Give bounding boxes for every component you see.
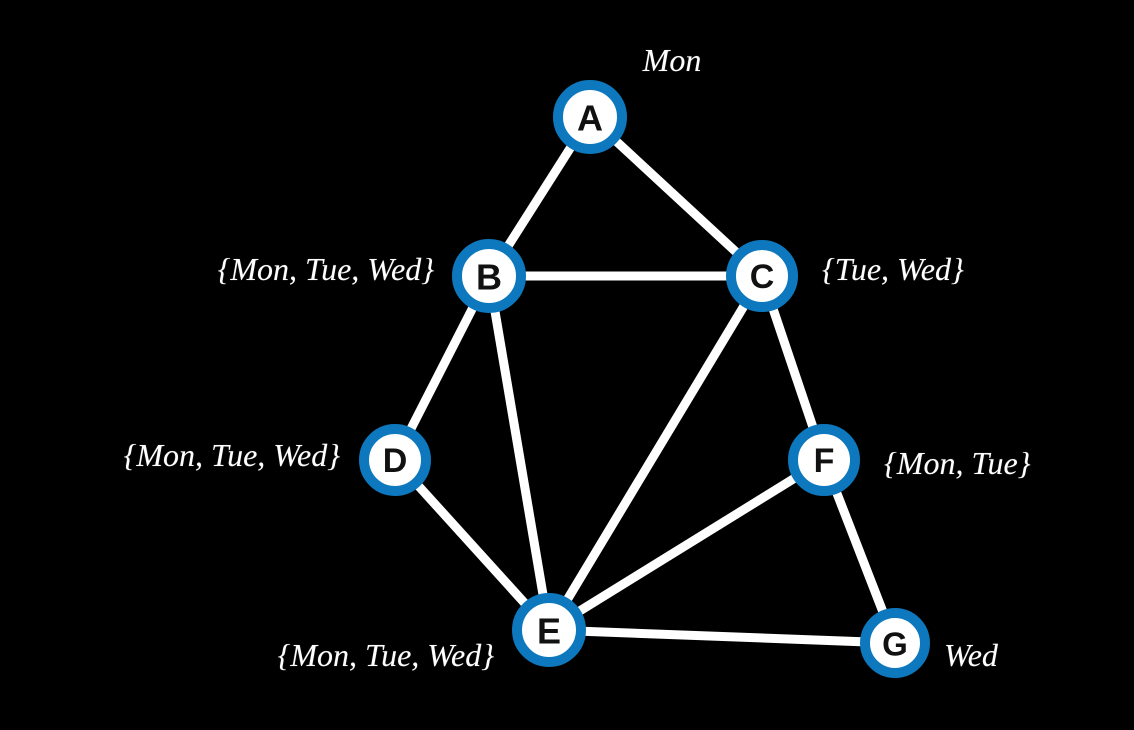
node-letter-d: D xyxy=(383,442,408,480)
node-g[interactable]: G xyxy=(860,608,930,678)
node-b[interactable]: B xyxy=(452,239,526,313)
edge-a-c xyxy=(585,112,767,281)
node-letter-a: A xyxy=(577,98,603,139)
edge-e-f xyxy=(544,455,829,635)
domain-label-a: Mon xyxy=(642,42,702,78)
node-letter-g: G xyxy=(882,626,908,663)
node-circle-b[interactable] xyxy=(452,239,526,313)
edge-e-g xyxy=(544,625,900,648)
node-circle-f[interactable] xyxy=(788,424,860,496)
edge-c-e xyxy=(544,271,767,635)
domain-label-b: {Mon, Tue, Wed} xyxy=(217,251,434,287)
node-circle-a[interactable] xyxy=(553,80,627,154)
node-circle-e[interactable] xyxy=(512,593,586,667)
domain-label-g: Wed xyxy=(944,637,998,673)
node-a[interactable]: A xyxy=(553,80,627,154)
edges-layer xyxy=(390,112,900,648)
node-letter-e: E xyxy=(537,611,561,652)
domain-label-f: {Mon, Tue} xyxy=(884,445,1031,481)
node-circle-g[interactable] xyxy=(860,608,930,678)
edge-b-e xyxy=(484,271,554,635)
node-e[interactable]: E xyxy=(512,593,586,667)
node-f[interactable]: F xyxy=(788,424,860,496)
edge-d-e xyxy=(390,455,554,635)
node-d[interactable]: D xyxy=(359,424,431,496)
node-circle-c[interactable] xyxy=(726,240,798,312)
node-letter-f: F xyxy=(814,442,835,480)
node-circle-d[interactable] xyxy=(359,424,431,496)
nodes-layer: A B C D E F G xyxy=(359,80,930,678)
domain-label-d: {Mon, Tue, Wed} xyxy=(123,437,340,473)
node-letter-b: B xyxy=(476,257,502,298)
domain-label-e: {Mon, Tue, Wed} xyxy=(277,637,494,673)
domain-label-c: {Tue, Wed} xyxy=(822,251,964,287)
node-letter-c: C xyxy=(750,258,775,296)
node-c[interactable]: C xyxy=(726,240,798,312)
